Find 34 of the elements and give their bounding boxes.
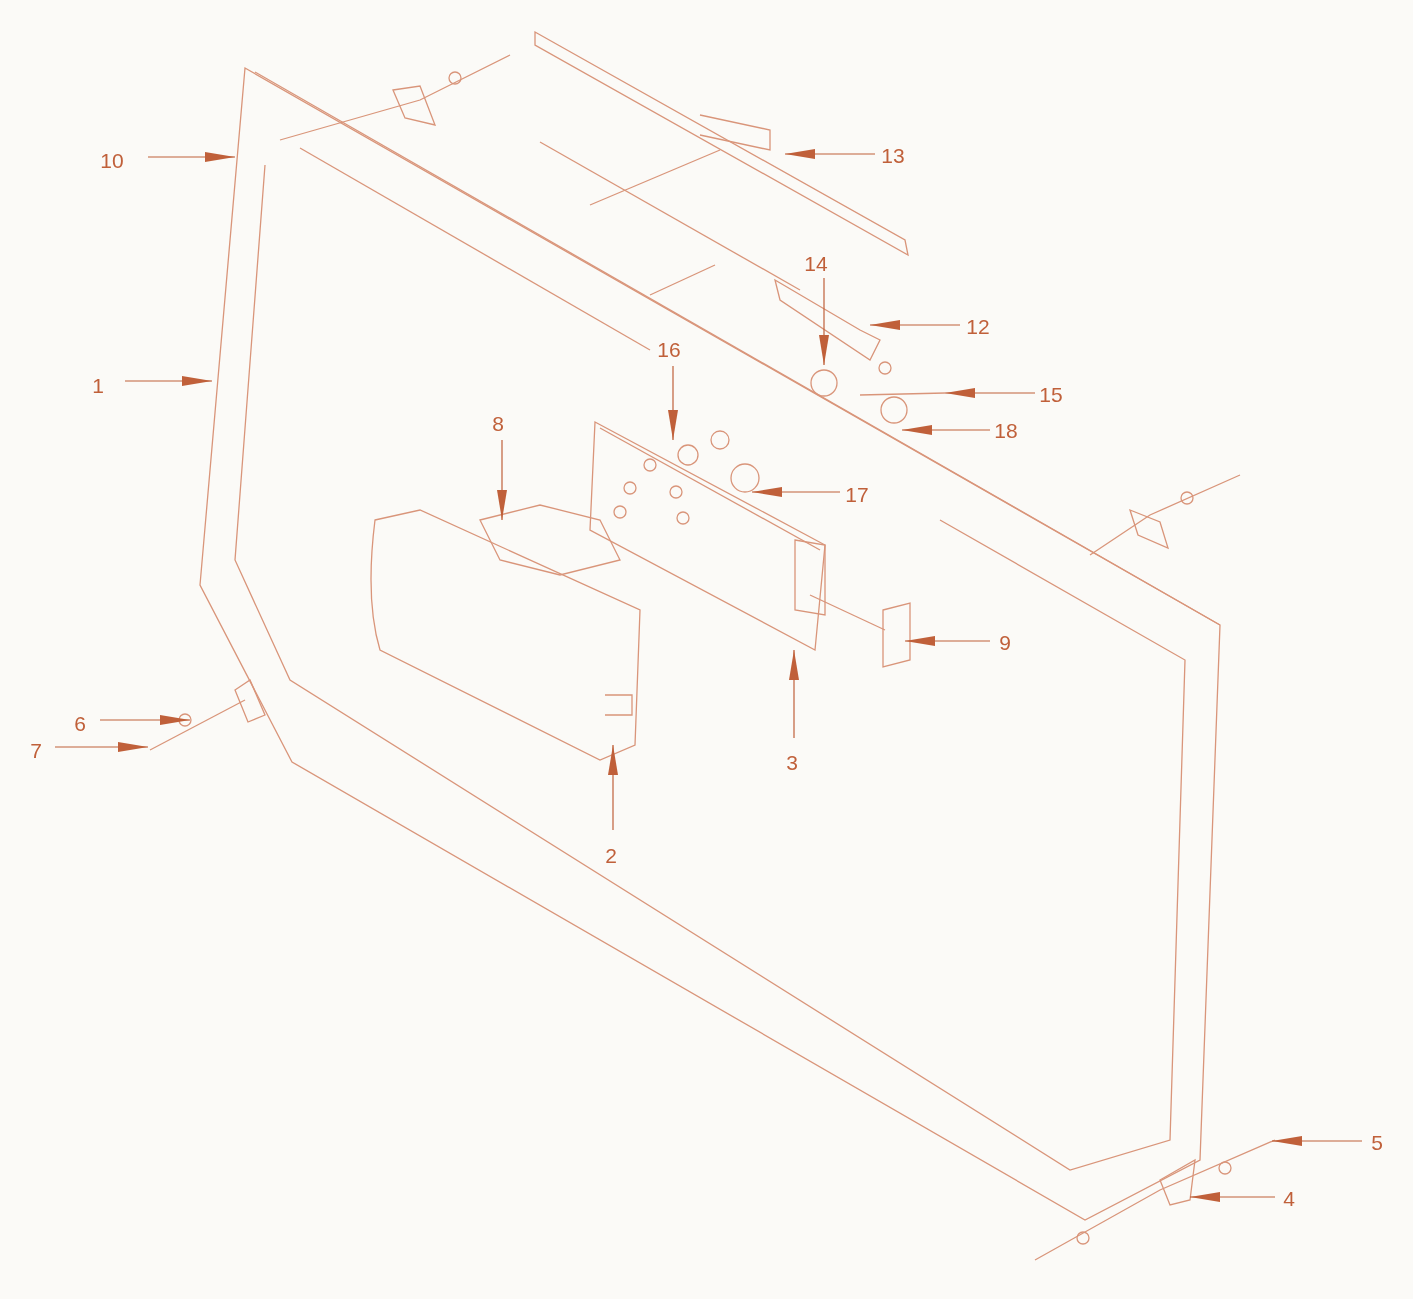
callout-number: 7 [30, 739, 42, 763]
callout-number: 8 [492, 412, 504, 436]
callout-number: 10 [100, 149, 124, 173]
leader-arrow [904, 636, 991, 646]
leader-arrow [1271, 1136, 1363, 1146]
callout-number: 18 [994, 419, 1018, 443]
leader-arrow [124, 376, 213, 386]
callout-number: 15 [1039, 383, 1063, 407]
callout-number: 9 [999, 631, 1011, 655]
leader-arrow [54, 742, 149, 752]
leader-arrow [789, 649, 799, 739]
leader-arrow [497, 439, 507, 521]
callout-number: 17 [845, 483, 869, 507]
leader-arrow [147, 152, 236, 162]
callout-number: 3 [786, 751, 798, 775]
leader-arrow [668, 365, 678, 441]
callout-number: 5 [1371, 1131, 1383, 1155]
leader-arrow [819, 277, 829, 366]
leader-arrow [1189, 1192, 1276, 1202]
callout-number: 1 [92, 374, 104, 398]
callout-number: 12 [966, 315, 990, 339]
callout-number: 4 [1283, 1187, 1295, 1211]
leader-arrow [99, 715, 191, 725]
leader-arrow [784, 149, 876, 159]
leader-arrow [901, 425, 991, 435]
leader-arrow [751, 487, 841, 497]
callout-number: 6 [74, 712, 86, 736]
leader-arrow [608, 744, 618, 831]
callout-number: 2 [605, 844, 617, 868]
leader-arrow [869, 320, 961, 330]
callout-number: 14 [804, 252, 828, 276]
callout-number: 16 [657, 338, 681, 362]
callout-number: 13 [881, 144, 905, 168]
leader-arrow [944, 388, 1036, 398]
